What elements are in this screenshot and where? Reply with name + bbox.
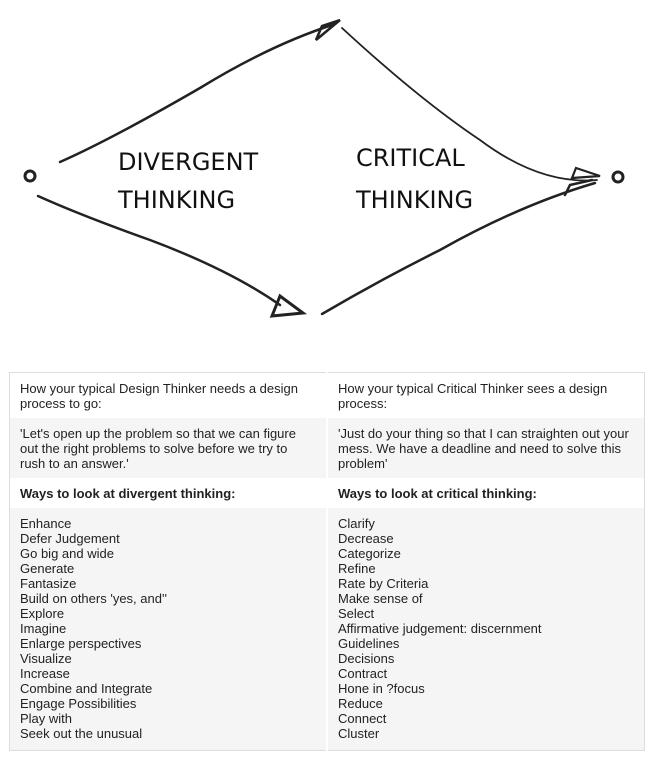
critical-thinker-quote: 'Just do your thing so that I can straig…	[327, 418, 645, 478]
list-item: Fantasize	[20, 576, 77, 591]
top-arrow-icon	[314, 18, 341, 41]
diamond-sketch: DIVERGENT THINKING CRITICAL THINKING	[23, 18, 625, 318]
list-item: Decrease	[338, 531, 394, 546]
table-row: Ways to look at divergent thinking: Ways…	[9, 478, 645, 508]
list-item: Go big and wide	[20, 546, 114, 561]
list-item: Engage Possibilities	[20, 696, 137, 711]
list-item: Select	[338, 606, 375, 621]
divergent-label-line1: DIVERGENT	[118, 148, 259, 176]
lower-critical-line	[320, 181, 597, 316]
list-item: Refine	[338, 561, 376, 576]
right-lower-arrow-icon	[563, 178, 594, 197]
list-item: Play with	[20, 711, 73, 726]
critical-label-line1: CRITICAL	[356, 144, 465, 172]
table-row: 'Let's open up the problem so that we ca…	[9, 418, 645, 478]
list-item: Connect	[338, 711, 387, 726]
list-item: Enhance	[20, 516, 72, 531]
divergent-heading: Ways to look at divergent thinking:	[9, 478, 328, 508]
list-item: Generate	[20, 561, 75, 576]
list-item: Hone in ?focus	[338, 681, 425, 696]
right-arrow-icon	[570, 166, 601, 180]
list-item: Guidelines	[338, 636, 400, 651]
list-item: Increase	[20, 666, 70, 681]
critical-thinker-intro: How your typical Critical Thinker sees a…	[338, 381, 608, 411]
critical-label-line2: THINKING	[355, 186, 473, 214]
end-point	[611, 170, 625, 184]
table-row: How your typical Design Thinker needs a …	[9, 372, 645, 418]
upper-divergent-line	[58, 22, 337, 164]
list-item: Enlarge perspectives	[20, 636, 142, 651]
divergent-label-line2: THINKING	[117, 186, 235, 214]
comparison-table: How your typical Design Thinker needs a …	[9, 372, 645, 751]
design-thinker-quote: 'Let's open up the problem so that we ca…	[9, 418, 328, 478]
list-item: Reduce	[338, 696, 383, 711]
list-item: Imagine	[20, 621, 67, 636]
upper-critical-line	[341, 27, 598, 182]
list-item: Categorize	[338, 546, 401, 561]
list-item: Explore	[20, 606, 65, 621]
list-item: Make sense of	[338, 591, 423, 606]
list-item: Visualize	[20, 651, 72, 666]
list-item: Cluster	[338, 726, 380, 741]
bottom-arrow-icon	[269, 293, 308, 318]
list-item: Affirmative judgement: discernment	[338, 621, 542, 636]
list-item: Contract	[338, 666, 388, 681]
start-point	[23, 169, 37, 183]
list-item: Rate by Criteria	[338, 576, 429, 591]
lower-divergent-line	[36, 194, 282, 307]
list-item: Seek out the unusual	[20, 726, 143, 741]
list-item: Build on others 'yes, and''	[20, 591, 167, 606]
list-item: Combine and Integrate	[20, 681, 153, 696]
critical-heading: Ways to look at critical thinking:	[338, 486, 537, 501]
list-item: Clarify	[338, 516, 375, 531]
list-item: Decisions	[338, 651, 395, 666]
design-thinker-intro: How your typical Design Thinker needs a …	[9, 372, 328, 418]
list-item: Defer Judgement	[20, 531, 120, 546]
